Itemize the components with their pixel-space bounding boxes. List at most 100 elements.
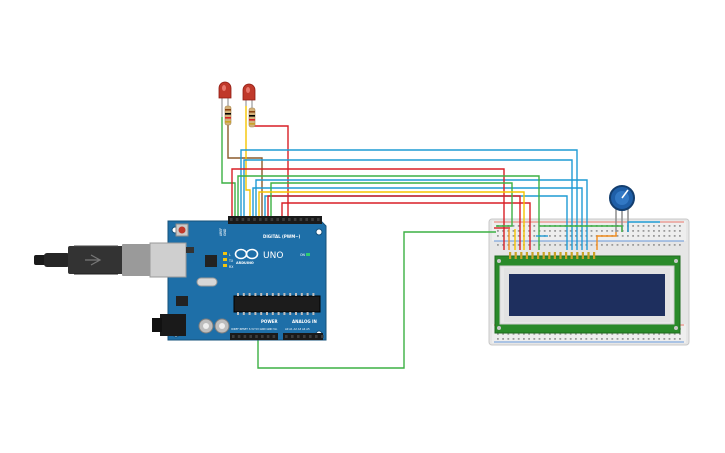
hole <box>553 252 556 259</box>
hole <box>647 338 650 340</box>
hole <box>528 244 530 246</box>
hole <box>230 218 233 221</box>
hole <box>642 225 645 227</box>
hole <box>502 244 504 246</box>
wire-yellow-1 <box>258 191 525 250</box>
hole <box>497 230 499 232</box>
hole <box>565 252 568 259</box>
power-header <box>230 333 278 340</box>
hole <box>247 218 250 221</box>
hole <box>270 218 274 221</box>
hole <box>616 333 619 335</box>
hole <box>621 338 624 340</box>
hole <box>590 333 593 335</box>
hole <box>575 333 577 335</box>
lcd-module[interactable] <box>494 252 681 334</box>
hole <box>497 244 499 246</box>
hole <box>559 338 562 340</box>
hole <box>569 244 572 246</box>
hole <box>642 230 645 232</box>
hole <box>254 293 257 296</box>
hole <box>580 333 582 335</box>
hole <box>575 235 577 237</box>
arduino-logo-icon <box>234 248 259 260</box>
power-pin-labels: IOREF RESET 3.3V 5V GND GND Vin <box>231 327 278 331</box>
hole <box>601 333 603 335</box>
hole <box>559 244 562 246</box>
hole <box>303 335 306 338</box>
hole <box>554 230 556 232</box>
hole <box>580 244 582 246</box>
hole <box>549 338 551 340</box>
hole <box>580 235 582 237</box>
hole <box>616 230 619 232</box>
potentiometer[interactable] <box>609 185 635 232</box>
wire-green-1 <box>237 175 540 250</box>
hole <box>282 218 285 221</box>
hole <box>512 338 515 340</box>
hole <box>309 335 312 338</box>
hole <box>668 333 671 335</box>
hole <box>621 333 624 335</box>
resistor-2[interactable] <box>248 107 256 128</box>
led-2[interactable] <box>242 83 256 108</box>
hole <box>289 312 292 315</box>
hole <box>295 293 297 296</box>
hole <box>564 333 567 335</box>
hole <box>554 244 556 246</box>
hole <box>289 293 292 296</box>
hole <box>575 230 577 232</box>
hole <box>611 244 614 246</box>
hole <box>601 338 603 340</box>
tx-label: TX <box>228 259 234 263</box>
hole <box>509 252 512 259</box>
hole <box>679 235 681 237</box>
hole <box>554 338 556 340</box>
hole <box>271 312 274 315</box>
hole <box>647 333 650 335</box>
hole <box>253 218 256 221</box>
hole <box>647 225 650 227</box>
hole <box>611 333 614 335</box>
hole <box>595 230 598 232</box>
hole <box>611 338 614 340</box>
hole <box>679 244 681 246</box>
hole <box>606 230 608 232</box>
arduino-uno-board[interactable]: UNO ARDUINO DIGITAL (PWM~) AREF GND TX R… <box>149 216 327 341</box>
digital-header <box>228 216 322 224</box>
hole <box>673 338 676 340</box>
aref-label: AREF <box>219 228 223 236</box>
hole <box>531 252 534 259</box>
hole <box>663 338 666 340</box>
hole <box>627 244 629 246</box>
hole <box>569 235 572 237</box>
hole <box>663 230 666 232</box>
resistor-1[interactable] <box>224 105 232 126</box>
hole <box>673 333 676 335</box>
led-1[interactable] <box>218 81 232 117</box>
hole <box>237 312 239 315</box>
hole <box>679 333 681 335</box>
hole <box>601 230 603 232</box>
wire-red-3 <box>281 202 531 250</box>
hole <box>549 244 551 246</box>
hole <box>621 235 624 237</box>
hole <box>528 235 530 237</box>
hole <box>512 244 515 246</box>
hole <box>570 252 573 259</box>
gnd-label: GND <box>223 228 227 236</box>
hole <box>585 338 588 340</box>
hole <box>647 244 650 246</box>
hole <box>259 218 262 221</box>
hole <box>658 338 660 340</box>
hole <box>647 235 650 237</box>
hole <box>569 338 572 340</box>
hole <box>321 335 324 338</box>
wire-red-2 <box>267 195 521 250</box>
hole <box>549 230 551 232</box>
hole <box>653 244 655 246</box>
hole <box>559 235 562 237</box>
power-label: POWER <box>261 319 278 324</box>
hole <box>260 312 263 315</box>
hole <box>580 338 582 340</box>
